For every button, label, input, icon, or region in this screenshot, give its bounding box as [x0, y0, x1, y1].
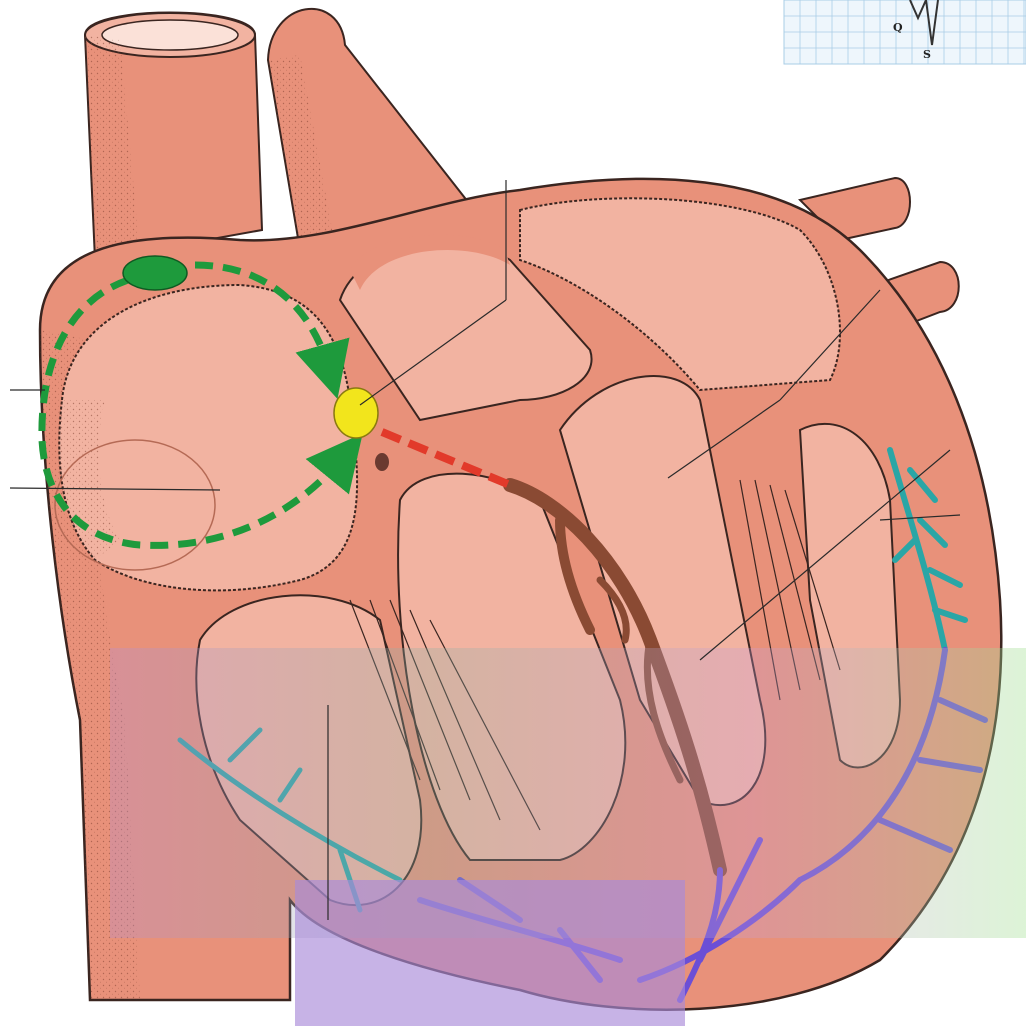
- ecg-label-s: S: [923, 48, 931, 61]
- ecg-label-q: Q: [893, 21, 903, 34]
- sa-node-marker: [123, 256, 187, 290]
- av-node-marker: [334, 388, 378, 438]
- superior-vena-cava: [85, 13, 262, 261]
- image-artifact-block: [295, 880, 685, 1026]
- ecg-inset: Q S: [784, 0, 1026, 64]
